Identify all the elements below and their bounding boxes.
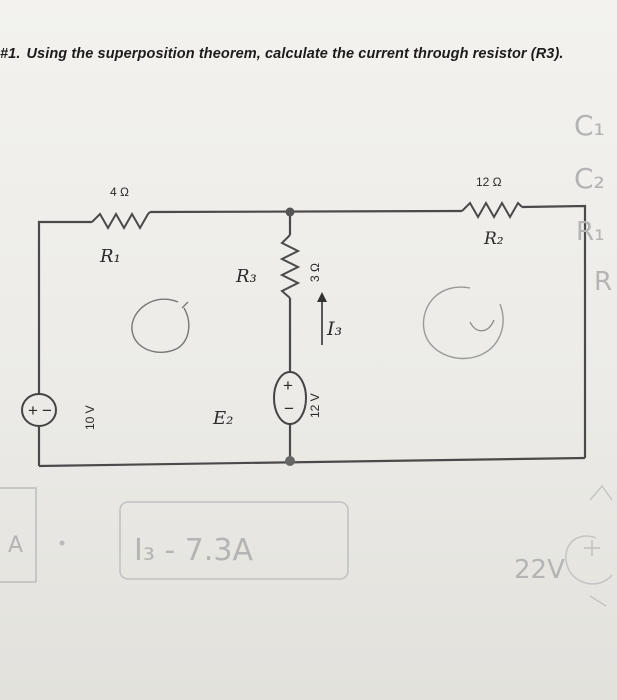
answer-box [119,501,349,580]
e2-value: 12 V [308,393,322,418]
label-i3-handwritten: I₃ [326,318,342,340]
current-arrow-i3 [317,292,327,345]
answer-text: I₃ - 7.3A [134,533,253,568]
resistor-r3 [279,234,301,299]
resistor-r2 [461,200,523,220]
loop-arrow-right [469,319,495,332]
loop-mesh-right [422,286,504,360]
margin-r1: R₁ [576,217,605,247]
sketch-plus [584,540,600,556]
question-text: #1. Using the superposition theorem, calc… [0,46,564,62]
question-number: #1. [0,46,21,62]
note-22v: 22V [514,555,565,585]
e1-value: 10 V [83,405,97,430]
box-a-letter: A [8,533,23,558]
source-e2: + − [273,371,307,425]
source-e1: + − [21,393,57,427]
e1-plus-sign: + [28,401,38,420]
question-body: Using the superposition theorem, calcula… [26,46,564,62]
node-bottom [285,456,295,466]
e2-plus-sign: + [283,376,293,395]
resistor-r1 [91,211,151,231]
label-r1-handwritten: R₁ [99,246,121,267]
loop-arrow-left [181,301,189,309]
pencil-dot [59,540,65,546]
circuit-wires [37,204,587,468]
wire-left-top [37,220,92,394]
label-r2-handwritten: R₂ [483,229,504,249]
e2-minus-sign: − [284,399,294,418]
r3-value: 3 Ω [308,263,322,282]
r2-value: 12 Ω [476,175,502,189]
sketch-source-circle [565,535,613,585]
box-a [0,487,37,583]
sketch-strokes [589,484,613,607]
wire-bottom [38,456,586,468]
label-r3-handwritten: R₃ [235,266,257,287]
node-top [285,207,295,217]
margin-r: R [594,267,612,297]
margin-c1: C₁ [574,109,605,142]
wire-right [521,204,587,458]
r1-value: 4 Ω [110,185,129,199]
loop-mesh-left [131,298,190,353]
label-e2-handwritten: E₂ [212,408,233,429]
margin-c2: C₂ [574,162,605,195]
e1-minus-sign: − [42,401,52,420]
wire-top-middle [149,209,463,214]
